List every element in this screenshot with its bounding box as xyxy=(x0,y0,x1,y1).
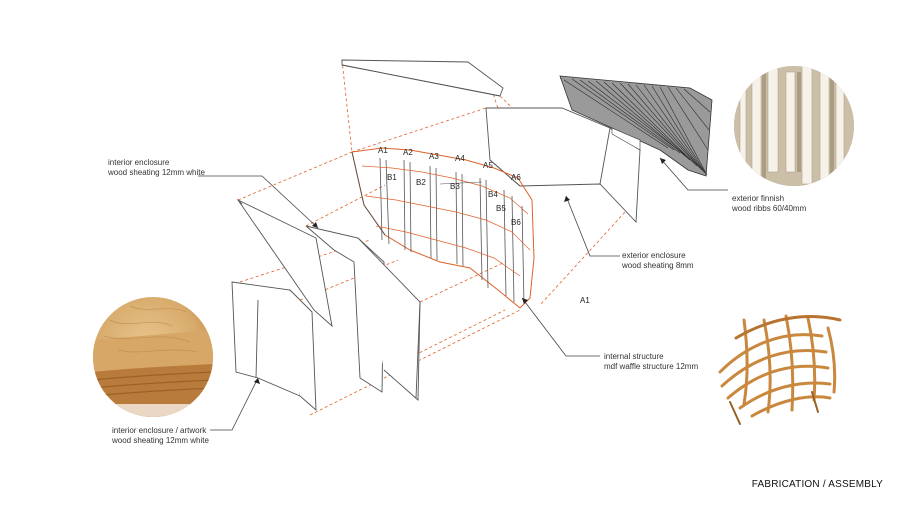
rib-tag-b6: B6 xyxy=(511,218,521,227)
label-interior-artwork-spec: wood sheating 12mm white xyxy=(112,436,209,445)
rib-tag-a3: A3 xyxy=(429,152,439,161)
waffle-model-image xyxy=(718,314,842,425)
wood-ribs-sample-image xyxy=(734,66,854,186)
leader-arrowheads xyxy=(254,158,666,384)
label-exterior-enclosure: exterior enclosure wood sheating 8mm xyxy=(622,251,694,271)
rib-tag-b4: B4 xyxy=(488,190,498,199)
label-internal-structure: internal structure mdf waffle structure … xyxy=(604,352,698,372)
section-title: FABRICATION / ASSEMBLY xyxy=(751,479,883,490)
rib-tag-a2: A2 xyxy=(403,148,413,157)
label-internal-structure-spec: mdf waffle structure 12mm xyxy=(604,362,699,371)
rib-tag-b2: B2 xyxy=(416,178,426,187)
label-exterior-enclosure-title: exterior enclosure xyxy=(622,251,686,260)
label-interior-artwork-title: interior enclosure / artwork xyxy=(112,426,207,435)
interior-enclosure-sheet xyxy=(236,198,333,328)
label-interior-enclosure-title: interior enclosure xyxy=(108,158,170,167)
label-exterior-finish-spec: wood ribbs 60/40mm xyxy=(732,204,807,213)
label-interior-enclosure-spec: wood sheating 12mm white xyxy=(108,168,205,177)
top-sheet xyxy=(341,59,504,97)
label-exterior-finish: exterior finnish wood ribbs 60/40mm xyxy=(732,194,806,214)
exterior-ribs xyxy=(559,75,713,177)
label-interior-artwork: interior enclosure / artwork wood sheati… xyxy=(112,426,209,446)
rib-tag-a4: A4 xyxy=(455,154,465,163)
folded-interior-panel xyxy=(305,225,421,401)
rib-tag-a6: A6 xyxy=(511,173,521,182)
label-exterior-enclosure-spec: wood sheating 8mm xyxy=(622,261,694,270)
leader-lines xyxy=(198,157,728,431)
artwork-panel xyxy=(231,281,317,412)
loose-rib-tag: A1 xyxy=(580,296,590,305)
rib-tag-b1: B1 xyxy=(387,173,397,182)
rib-tag-b3: B3 xyxy=(450,182,460,191)
rib-tag-a1: A1 xyxy=(378,146,388,155)
label-internal-structure-title: internal structure xyxy=(604,352,664,361)
plywood-sample-image xyxy=(93,297,213,417)
rib-tag-a5: A5 xyxy=(483,161,493,170)
rib-tag-b5: B5 xyxy=(496,204,506,213)
label-interior-enclosure: interior enclosure wood sheating 12mm wh… xyxy=(108,158,205,178)
label-exterior-finish-title: exterior finnish xyxy=(732,194,785,203)
waffle-structure xyxy=(351,147,535,309)
